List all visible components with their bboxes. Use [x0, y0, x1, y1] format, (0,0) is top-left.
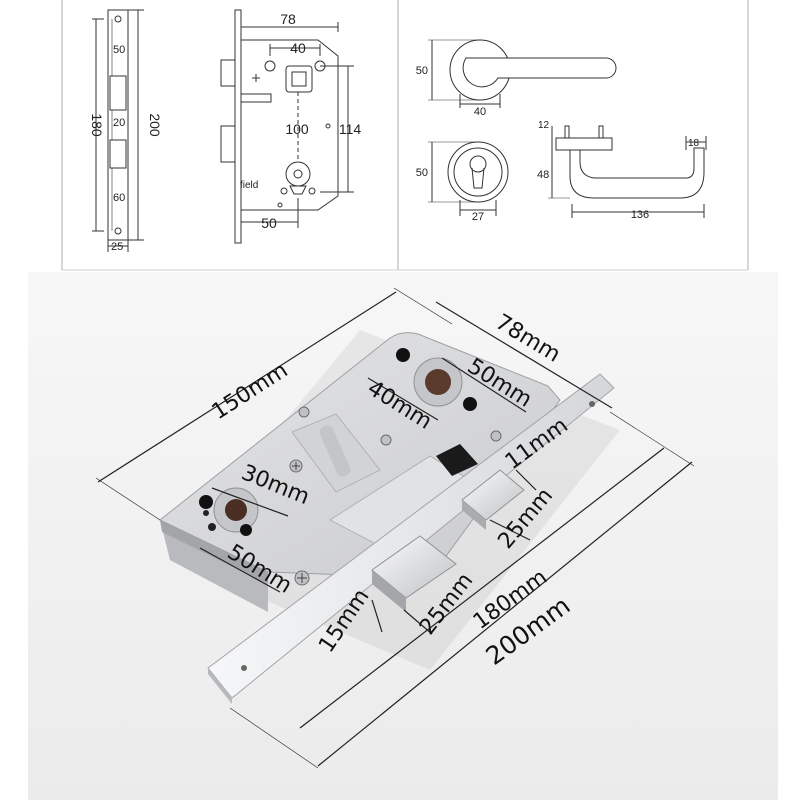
dim-50: 50	[261, 215, 277, 231]
dim-rose-27: 27	[472, 211, 484, 223]
dim-78: 78	[280, 11, 296, 27]
dim-lever-48: 48	[537, 169, 549, 181]
dim-lever-18: 18	[688, 138, 700, 149]
mortise-lock-photo	[159, 330, 620, 704]
dim-50: 50	[113, 44, 125, 56]
dim-lever-12: 12	[538, 120, 550, 131]
dim-handle-50: 50	[416, 65, 428, 77]
dim-rose-50: 50	[416, 167, 428, 179]
dim-180: 180	[89, 113, 105, 137]
field-label: field	[240, 180, 258, 191]
dim-40: 40	[290, 40, 306, 56]
dim-25: 25	[111, 241, 123, 253]
dim-20: 20	[113, 117, 125, 129]
escutcheon-drawing	[428, 141, 509, 216]
photo-dimension-lines	[95, 287, 695, 769]
dim-200: 200	[147, 113, 163, 137]
handle-drawing	[428, 39, 617, 108]
dim-114: 114	[339, 121, 362, 137]
dim-lever-136: 136	[631, 209, 649, 221]
dim-handle-40: 40	[474, 106, 486, 118]
lever-side-drawing	[548, 125, 707, 218]
lock-body-drawing	[220, 9, 354, 244]
dim-60: 60	[113, 192, 125, 204]
faceplate-drawing	[92, 9, 144, 252]
dim-100: 100	[285, 121, 309, 137]
